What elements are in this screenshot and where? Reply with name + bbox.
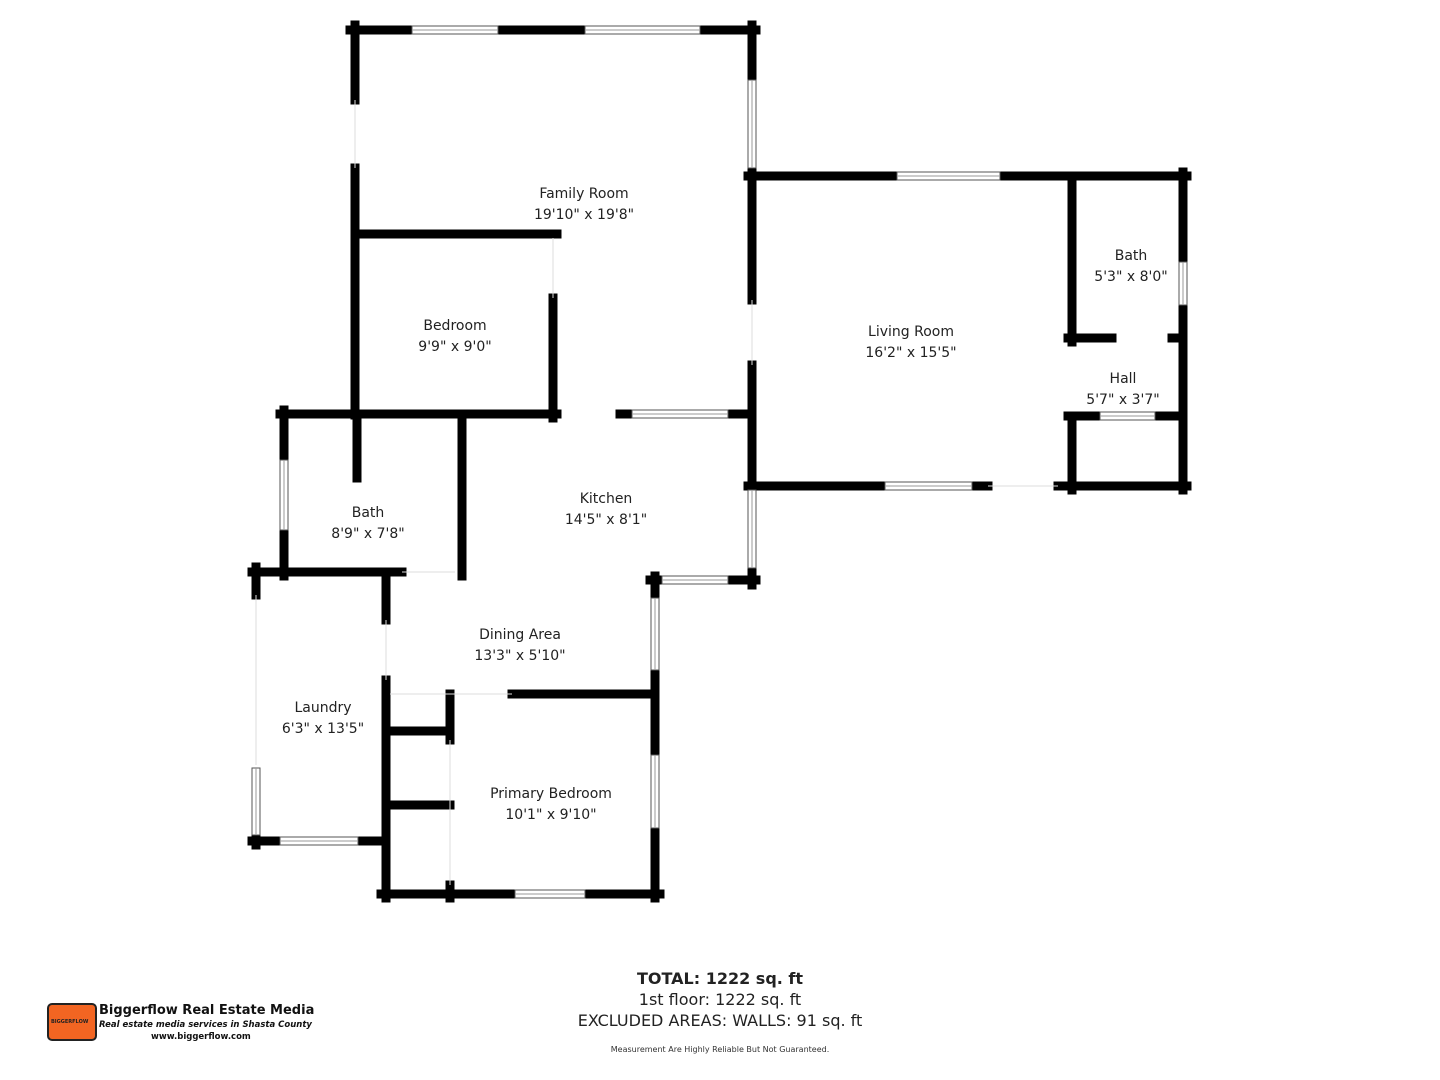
room-name: Bedroom (423, 318, 487, 334)
room-hall: Hall 5'7" x 3'7" (1086, 369, 1159, 411)
room-name: Laundry (294, 700, 352, 716)
room-family-room: Family Room 19'10" x 19'8" (534, 184, 634, 226)
room-dims: 5'7" x 3'7" (1086, 392, 1160, 408)
room-dims: 14'5" x 8'1" (564, 512, 648, 528)
brand-url: www.biggerflow.com (151, 1032, 251, 1042)
room-dims: 13'3" x 5'10" (474, 648, 566, 664)
room-kitchen: Kitchen 14'5" x 8'1" (565, 489, 647, 531)
room-bath-east: Bath 5'3" x 8'0" (1094, 246, 1167, 288)
total-area: TOTAL: 1222 sq. ft (636, 969, 804, 988)
room-laundry: Laundry 6'3" x 13'5" (282, 698, 364, 740)
room-primary-bedroom: Primary Bedroom 10'1" x 9'10" (490, 784, 612, 826)
brand-name: Biggerflow Real Estate Media (99, 1003, 315, 1018)
room-name: Living Room (868, 324, 954, 340)
disclaimer: Measurement Are Highly Reliable But Not … (610, 1045, 830, 1054)
room-name: Dining Area (479, 627, 561, 643)
room-dims: 16'2" x 15'5" (865, 345, 957, 361)
camera-logo-icon: BIGGERFLOW (47, 1003, 97, 1041)
room-dims: 5'3" x 8'0" (1094, 269, 1168, 285)
room-dims: 19'10" x 19'8" (533, 207, 635, 223)
room-dims: 10'1" x 9'10" (505, 807, 597, 823)
room-name: Family Room (539, 186, 629, 202)
brand-tagline: Real estate media services in Shasta Cou… (99, 1020, 312, 1030)
room-name: Primary Bedroom (490, 786, 612, 802)
area-totals: TOTAL: 1222 sq. ft 1st floor: 1222 sq. f… (578, 968, 863, 1031)
room-name: Hall (1109, 371, 1137, 387)
room-dims: 9'9" x 9'0" (418, 339, 492, 355)
logo-badge: BIGGERFLOW (51, 1019, 89, 1025)
room-dining-area: Dining Area 13'3" x 5'10" (474, 625, 565, 667)
floor-area: 1st floor: 1222 sq. ft (638, 990, 802, 1009)
room-name: Bath (1114, 248, 1148, 264)
room-bedroom: Bedroom 9'9" x 9'0" (418, 316, 491, 358)
room-name: Bath (351, 505, 385, 521)
room-living-room: Living Room 16'2" x 15'5" (865, 322, 956, 364)
room-dims: 8'9" x 7'8" (331, 526, 405, 542)
room-bath-west: Bath 8'9" x 7'8" (331, 503, 404, 545)
excluded-area: EXCLUDED AREAS: WALLS: 91 sq. ft (577, 1011, 863, 1030)
room-name: Kitchen (579, 491, 633, 507)
room-dims: 6'3" x 13'5" (281, 721, 365, 737)
